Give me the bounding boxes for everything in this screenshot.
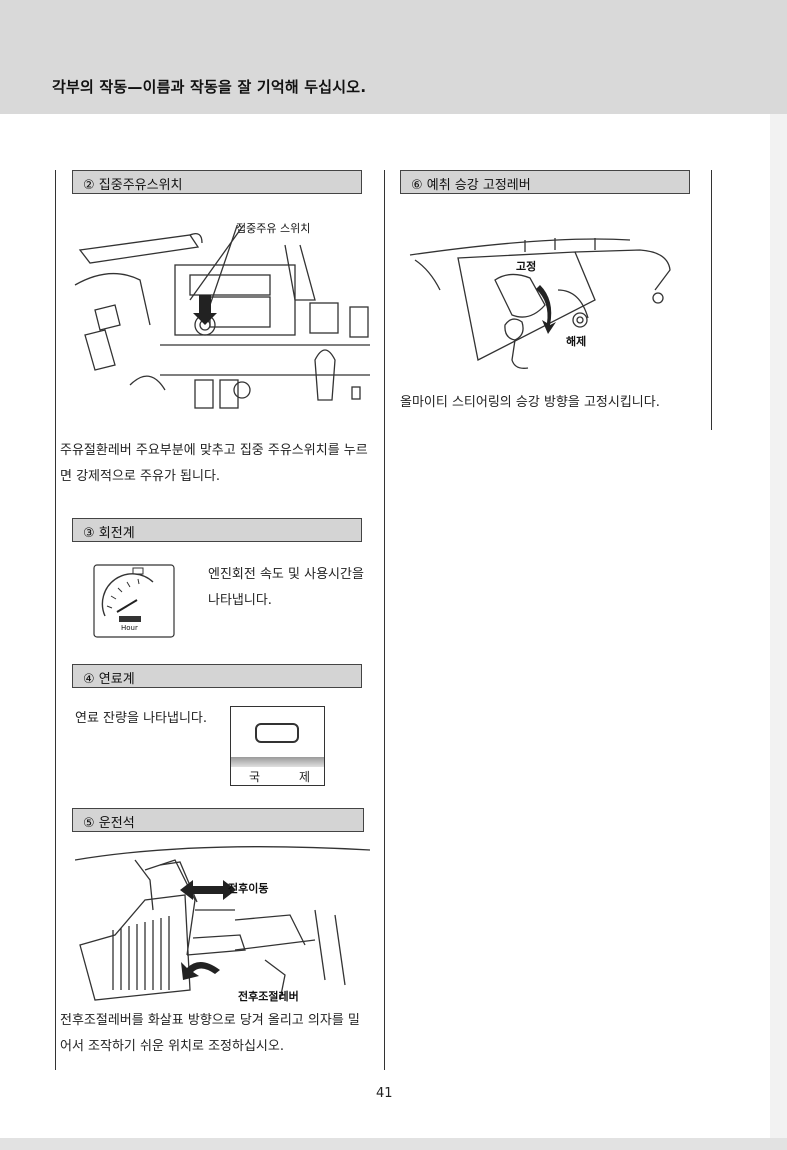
fuel-gauge-illustration: 국 제 xyxy=(230,706,325,786)
header-band: 각부의 작동—이름과 작동을 잘 기억해 두십시오. xyxy=(0,0,787,114)
seat-lever-callout: 전후조절레버 xyxy=(238,990,299,1003)
oil-switch-description: 주유절환레버 주요부분에 맞추고 집중 주유스위치를 누르면 강제적으로 주유가… xyxy=(60,443,368,484)
pretake-release-label: 해제 xyxy=(566,335,587,348)
column-rule-right xyxy=(711,170,712,430)
page-number: 41 xyxy=(376,1086,393,1101)
tachometer-description: 엔진회전 속도 및 사용시간을 나타냅니다. xyxy=(208,567,364,608)
fuel-gauge-face xyxy=(231,707,324,757)
oil-switch-callout: 집중주유 스위치 xyxy=(236,222,311,235)
oil-switch-illustration xyxy=(74,225,370,409)
fuel-gauge-description: 연료 잔량을 나타냅니다. xyxy=(75,711,207,726)
pretake-lever-illustration xyxy=(409,238,671,369)
fuel-gauge-band xyxy=(231,757,324,767)
fuel-gauge-plate-right: 제 xyxy=(299,770,311,784)
section-heading-seat: ⑤ 운전석 xyxy=(72,808,364,832)
section-heading-oil-switch: ② 집중주유스위치 xyxy=(72,170,362,194)
column-rule-middle xyxy=(384,170,385,1070)
page-edge xyxy=(770,114,787,1150)
fuel-gauge-dial xyxy=(255,723,299,743)
section-heading-fuel-gauge: ④ 연료계 xyxy=(72,664,362,688)
fuel-gauge-plate xyxy=(231,767,324,785)
tachometer-hour-label: Hour xyxy=(121,624,138,632)
column-rule-left xyxy=(55,170,56,1070)
tachometer-illustration xyxy=(93,564,175,638)
section-heading-pretake-lever: ⑥ 예취 승강 고정레버 xyxy=(400,170,690,194)
seat-move-callout: 전후이동 xyxy=(228,882,269,895)
pretake-lock-label: 고정 xyxy=(516,260,537,273)
section-heading-tachometer: ③ 회전계 xyxy=(72,518,362,542)
seat-illustration xyxy=(75,846,370,1001)
page-edge-bottom xyxy=(0,1138,787,1150)
page-heading: 각부의 작동—이름과 작동을 잘 기억해 두십시오. xyxy=(52,78,367,96)
pretake-lever-description: 올마이티 스티어링의 승강 방향을 고정시킵니다. xyxy=(400,395,660,410)
fuel-gauge-plate-left: 국 xyxy=(249,770,261,784)
seat-description: 전후조절레버를 화살표 방향으로 당겨 올리고 의자를 밀어서 조작하기 쉬운 … xyxy=(60,1013,360,1054)
